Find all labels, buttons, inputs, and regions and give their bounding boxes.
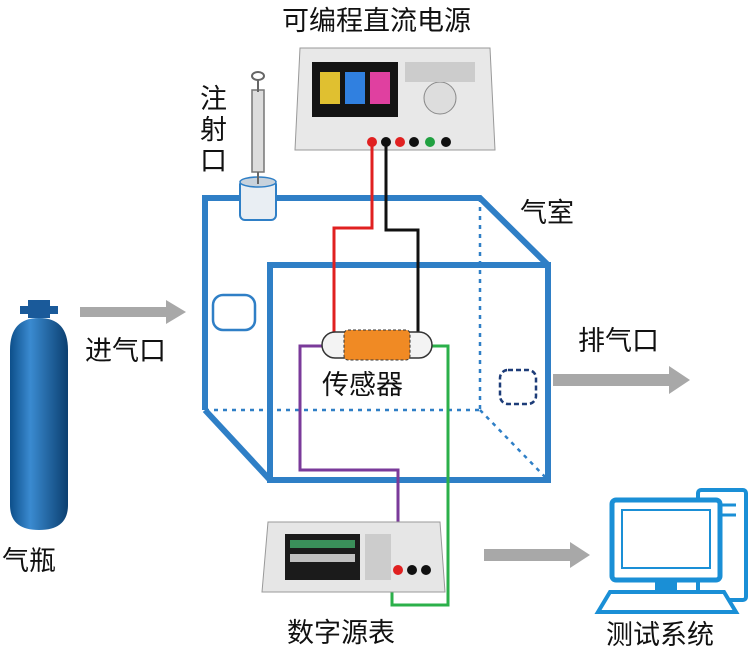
green-wire [390, 344, 450, 607]
inlet-label: 进气口 [85, 336, 166, 367]
chamber-back-edges [202, 195, 551, 410]
test-system-label: 测试系统 [606, 620, 714, 651]
data-arrow [484, 542, 590, 568]
gas-chamber-label: 气室 [520, 198, 574, 229]
outlet-port [498, 368, 538, 406]
chamber-front-face [267, 262, 551, 483]
inlet-arrow [80, 300, 186, 324]
positive-wire [332, 145, 374, 340]
inlet-port [211, 293, 257, 332]
gas-cylinder-icon [10, 300, 68, 530]
power-supply-icon [294, 47, 496, 151]
sensor-icon [321, 329, 433, 361]
purple-wire [298, 344, 400, 570]
syringe-icon [239, 71, 277, 221]
chamber-left-edge [202, 407, 273, 483]
power-supply-label: 可编程直流电源 [282, 6, 471, 37]
computer-icon [594, 488, 748, 614]
source-meter-icon [261, 521, 446, 593]
gas-cylinder-label: 气瓶 [2, 546, 56, 577]
outlet-arrow [553, 366, 690, 394]
outlet-label: 排气口 [578, 326, 659, 357]
chamber-hidden-edges [205, 198, 549, 481]
gas-chamber [202, 195, 551, 483]
negative-wire [384, 145, 420, 340]
injection-port-label: 注射口 [195, 84, 226, 177]
source-meter-label: 数字源表 [287, 618, 395, 649]
sensor-label: 传感器 [322, 370, 403, 401]
